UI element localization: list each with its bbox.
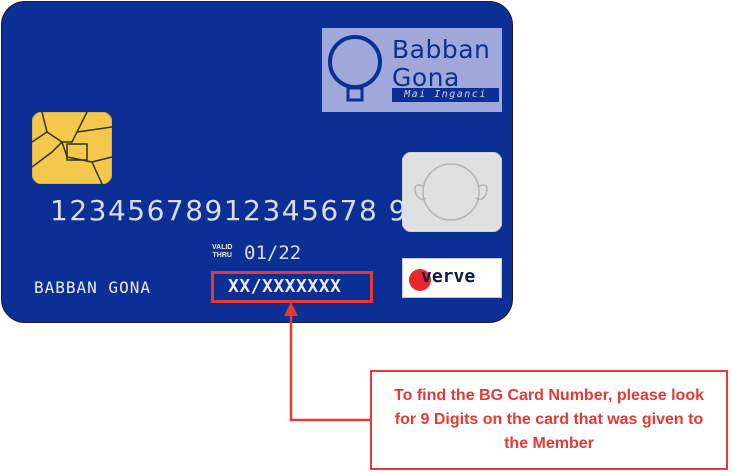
callout-text: To find the BG Card Number, please look … <box>394 387 704 452</box>
verve-dot-icon <box>409 269 431 291</box>
logo-name: Babban Gona <box>392 35 491 92</box>
cardholder-name: BABBAN GONA <box>34 278 151 297</box>
verve-logo: verve <box>402 258 502 298</box>
contactless-symbol-icon <box>402 152 502 232</box>
lightbulb-icon <box>328 35 382 102</box>
card-number: 12345678912345678 9 <box>50 194 409 227</box>
babban-gona-logo: Babban Gona Mai Inganci <box>322 28 502 112</box>
chip-icon <box>32 112 112 184</box>
valid-thru-date: 01/22 <box>244 242 302 264</box>
bg-card-number-highlight <box>211 271 373 303</box>
verve-wordmark: verve <box>421 266 476 287</box>
valid-thru-label: VALID THRU <box>212 244 233 259</box>
bank-card: Babban Gona Mai Inganci 1234567891234567… <box>1 1 513 323</box>
instruction-callout: To find the BG Card Number, please look … <box>370 370 728 470</box>
logo-tagline: Mai Inganci <box>392 88 499 102</box>
bg-card-number: XX/XXXXXXX <box>228 276 342 297</box>
